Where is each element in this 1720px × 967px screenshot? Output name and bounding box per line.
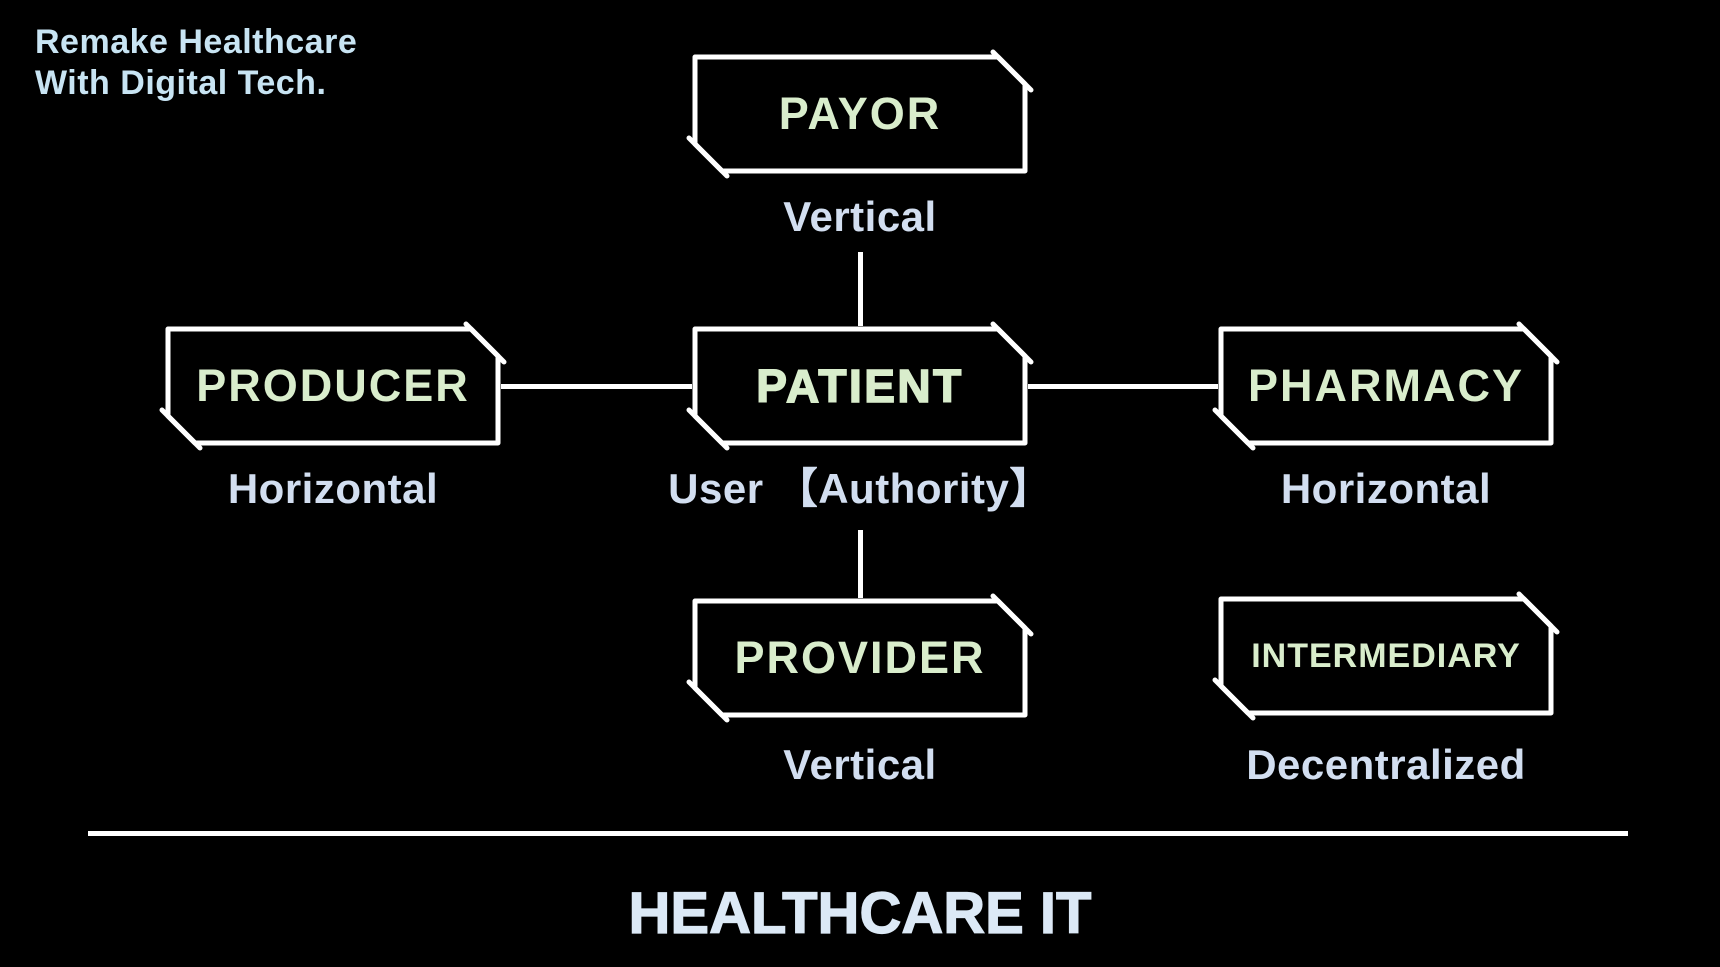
- node-intermediary: INTERMEDIARY: [1218, 596, 1554, 716]
- footer-title: HEALTHCARE IT: [628, 880, 1092, 946]
- node-pharmacy: PHARMACY: [1218, 326, 1554, 446]
- footer-divider: [88, 831, 1628, 836]
- node-intermediary-label: INTERMEDIARY: [1251, 636, 1521, 675]
- node-producer: PRODUCER: [165, 326, 501, 446]
- node-producer-label: PRODUCER: [196, 360, 470, 411]
- node-provider-label: PROVIDER: [734, 632, 986, 683]
- sublabel-patient: User 【Authority】: [668, 465, 1052, 512]
- sublabel-pharmacy: Horizontal: [1280, 465, 1492, 512]
- sublabel-payor: Vertical: [783, 193, 937, 240]
- connector-producer-patient: [501, 384, 692, 389]
- connector-patient-provider: [858, 530, 863, 598]
- slide-title: Remake Healthcare With Digital Tech.: [35, 23, 358, 102]
- node-pharmacy-label: PHARMACY: [1247, 360, 1524, 411]
- node-patient: PATIENT: [692, 326, 1028, 446]
- node-provider: PROVIDER: [692, 598, 1028, 718]
- sublabel-producer: Horizontal: [227, 465, 439, 512]
- connector-payor-patient: [858, 252, 863, 326]
- node-payor-label: PAYOR: [778, 88, 942, 139]
- connector-patient-pharmacy: [1028, 384, 1218, 389]
- sublabel-provider: Vertical: [783, 741, 937, 788]
- node-patient-label: PATIENT: [755, 359, 964, 413]
- node-payor: PAYOR: [692, 54, 1028, 174]
- sublabel-intermediary: Decentralized: [1246, 741, 1526, 788]
